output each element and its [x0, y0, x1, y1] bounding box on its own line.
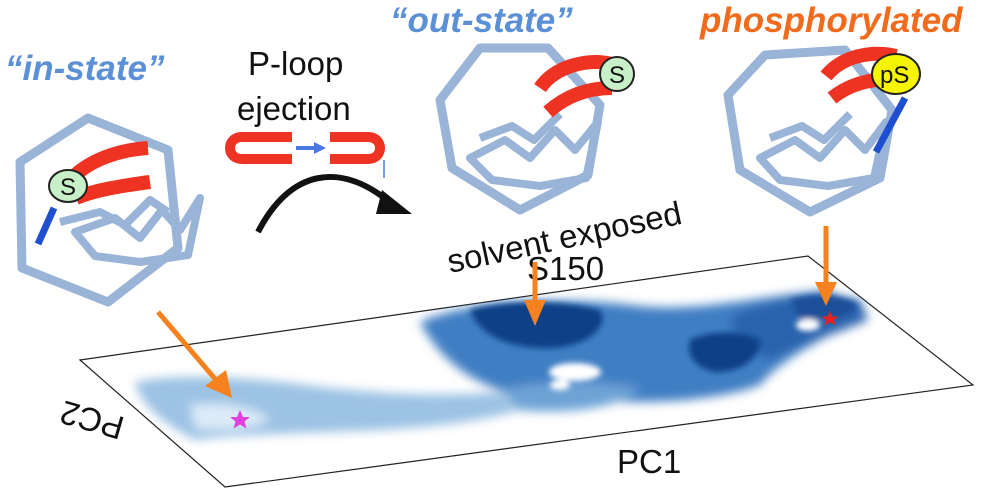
out-state-c-lobe-inner [478, 111, 563, 144]
phosphorylated-c-lobe [756, 118, 890, 190]
in-state-serine-circle [48, 169, 88, 203]
p-loop-ejection-inset [225, 132, 412, 234]
in-state-pointer-head [205, 370, 232, 398]
closed-p-loop-icon [225, 132, 292, 164]
s150-label: S150 [527, 250, 604, 287]
x-axis-label: PC1 [617, 443, 681, 480]
p-loop-label: P-loop [248, 45, 343, 82]
out-state-serine-label: S [609, 62, 625, 89]
in-state-serine-label: S [60, 174, 76, 201]
in-state-c-lobe-inner [59, 196, 171, 229]
open-p-loop-icon [330, 132, 385, 164]
out-state-pointer-head [524, 300, 546, 326]
in-state-star-marker [230, 410, 250, 429]
in-state-domain-outline [15, 113, 183, 307]
in-state-kinase-cartoon: S [15, 113, 204, 307]
transition-curved-arrow-head [376, 190, 412, 214]
out-state-c-lobe [466, 118, 602, 190]
pca-landscape: PC1 PC2 [56, 255, 975, 488]
in-state-linker [34, 206, 58, 246]
state-pointer-arrows [156, 226, 837, 398]
phosphorylated-linker [872, 96, 909, 154]
phosphoserine-circle [871, 53, 921, 95]
phosphorylated-c-lobe-inner [768, 111, 853, 144]
phosphoserine-label: pS [880, 62, 909, 89]
density-map [135, 290, 868, 440]
out-state-label: “out-state” [390, 1, 573, 40]
in-state-label: “in-state” [5, 49, 165, 88]
transition-curved-arrow [255, 174, 394, 234]
phosphorylated-star-marker [821, 311, 839, 326]
in-state-pointer-shaft [156, 310, 218, 382]
phosphorylated-kinase-cartoon: pS [723, 45, 921, 217]
out-state-kinase-cartoon: S [435, 43, 635, 215]
phosphorylated-pointer-head [815, 282, 837, 306]
y-axis-label: PC2 [56, 394, 128, 447]
ejection-small-arrow-head [314, 142, 326, 154]
out-state-domain-outline [435, 43, 605, 215]
out-state-serine-circle [599, 56, 635, 92]
phosphorylated-label: phosphorylated [699, 1, 963, 40]
ejection-label: ejection [237, 90, 351, 127]
